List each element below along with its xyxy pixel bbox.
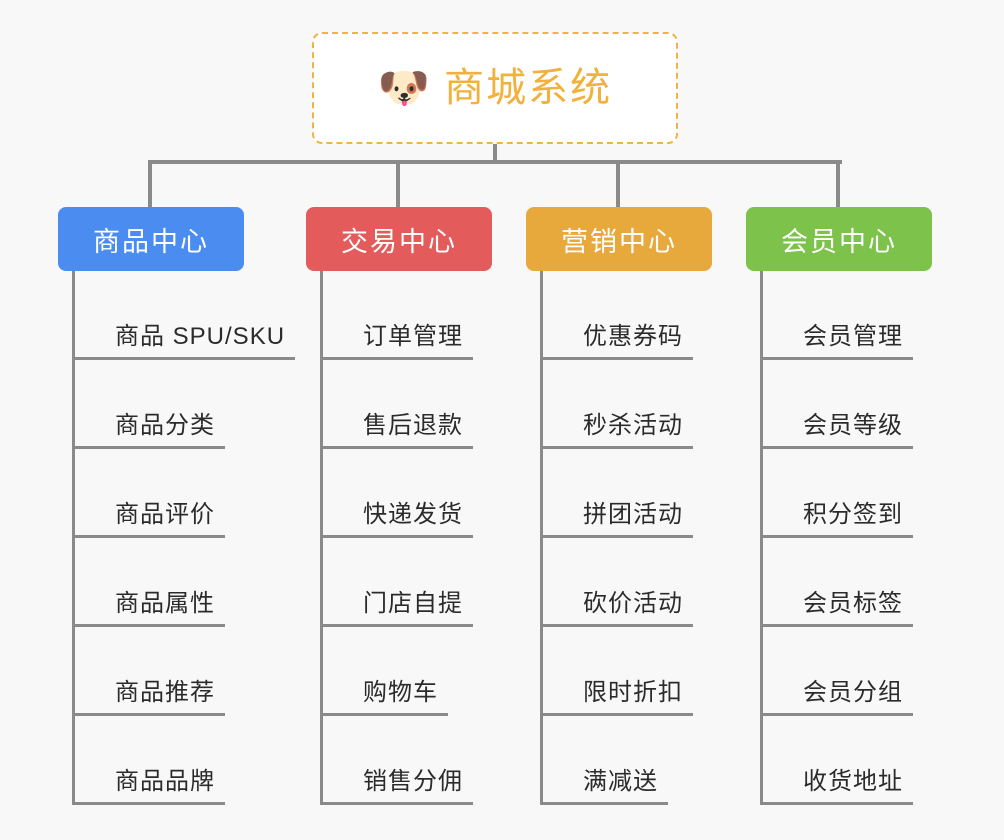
list-item[interactable]: 优惠券码 bbox=[540, 271, 712, 360]
branch-item-label: 商品评价 bbox=[72, 494, 225, 538]
list-item[interactable]: 商品推荐 bbox=[72, 627, 244, 716]
branch-item-label: 销售分佣 bbox=[320, 761, 473, 805]
list-item[interactable]: 会员标签 bbox=[760, 538, 932, 627]
list-item[interactable]: 销售分佣 bbox=[320, 716, 492, 805]
list-item[interactable]: 收货地址 bbox=[760, 716, 932, 805]
connector-drop-2 bbox=[396, 160, 400, 208]
branch-item-label: 门店自提 bbox=[320, 583, 473, 627]
root-node-title: 商城系统 bbox=[444, 66, 613, 110]
list-item[interactable]: 满减送 bbox=[540, 716, 712, 805]
list-item[interactable]: 限时折扣 bbox=[540, 627, 712, 716]
list-item[interactable]: 拼团活动 bbox=[540, 449, 712, 538]
branch-items-2: 订单管理售后退款快递发货门店自提购物车销售分佣 bbox=[320, 271, 492, 805]
branch-item-label: 拼团活动 bbox=[540, 494, 693, 538]
list-item[interactable]: 会员分组 bbox=[760, 627, 932, 716]
branch-column-1: 商品中心商品 SPU/SKU 商品分类商品评价商品属性商品推荐商品品牌 bbox=[58, 207, 296, 805]
branch-item-label: 秒杀活动 bbox=[540, 405, 693, 449]
branch-header-4[interactable]: 会员中心 bbox=[746, 207, 932, 271]
list-item[interactable]: 商品属性 bbox=[72, 538, 244, 627]
branch-item-label: 商品分类 bbox=[72, 405, 225, 449]
list-item[interactable]: 快递发货 bbox=[320, 449, 492, 538]
connector-drop-4 bbox=[836, 160, 840, 208]
branch-item-label: 快递发货 bbox=[320, 494, 473, 538]
branch-items-1: 商品 SPU/SKU 商品分类商品评价商品属性商品推荐商品品牌 bbox=[72, 271, 296, 805]
list-item[interactable]: 砍价活动 bbox=[540, 538, 712, 627]
connector-horizontal-bus bbox=[148, 160, 842, 164]
branch-item-label: 收货地址 bbox=[760, 761, 913, 805]
branch-item-label: 限时折扣 bbox=[540, 672, 693, 716]
list-item[interactable]: 售后退款 bbox=[320, 360, 492, 449]
branch-item-label: 商品品牌 bbox=[72, 761, 225, 805]
branch-item-label: 会员管理 bbox=[760, 316, 913, 360]
branch-item-label: 售后退款 bbox=[320, 405, 473, 449]
list-item[interactable]: 会员等级 bbox=[760, 360, 932, 449]
branch-item-label: 满减送 bbox=[540, 761, 668, 805]
branch-items-3: 优惠券码秒杀活动拼团活动砍价活动限时折扣满减送 bbox=[540, 271, 712, 805]
list-item[interactable]: 商品分类 bbox=[72, 360, 244, 449]
branch-column-3: 营销中心优惠券码秒杀活动拼团活动砍价活动限时折扣满减送 bbox=[526, 207, 712, 805]
branch-item-label: 会员等级 bbox=[760, 405, 913, 449]
list-item[interactable]: 商品 SPU/SKU bbox=[72, 271, 296, 360]
connector-drop-3 bbox=[616, 160, 620, 208]
branch-item-label: 积分签到 bbox=[760, 494, 913, 538]
branch-item-label: 优惠券码 bbox=[540, 316, 693, 360]
branch-items-4: 会员管理会员等级积分签到会员标签会员分组收货地址 bbox=[760, 271, 932, 805]
connector-root-stem bbox=[493, 144, 497, 164]
branch-header-1[interactable]: 商品中心 bbox=[58, 207, 244, 271]
branch-item-label: 商品 SPU/SKU bbox=[72, 316, 296, 360]
branch-column-4: 会员中心会员管理会员等级积分签到会员标签会员分组收货地址 bbox=[746, 207, 932, 805]
list-item[interactable]: 订单管理 bbox=[320, 271, 492, 360]
branch-item-label: 订单管理 bbox=[320, 316, 473, 360]
branch-column-2: 交易中心订单管理售后退款快递发货门店自提购物车销售分佣 bbox=[306, 207, 492, 805]
list-item[interactable]: 秒杀活动 bbox=[540, 360, 712, 449]
branch-item-label: 砍价活动 bbox=[540, 583, 693, 627]
branch-item-label: 会员分组 bbox=[760, 672, 913, 716]
branch-item-label: 购物车 bbox=[320, 672, 448, 716]
branch-header-2[interactable]: 交易中心 bbox=[306, 207, 492, 271]
connector-drop-1 bbox=[148, 160, 152, 208]
list-item[interactable]: 积分签到 bbox=[760, 449, 932, 538]
list-item[interactable]: 门店自提 bbox=[320, 538, 492, 627]
root-node-shopping-mall-system[interactable]: 🐶 商城系统 bbox=[312, 32, 678, 144]
branch-item-label: 商品推荐 bbox=[72, 672, 225, 716]
branch-item-label: 会员标签 bbox=[760, 583, 913, 627]
list-item[interactable]: 会员管理 bbox=[760, 271, 932, 360]
shiba-dog-face-icon: 🐶 bbox=[377, 64, 431, 111]
list-item[interactable]: 商品品牌 bbox=[72, 716, 244, 805]
branch-header-3[interactable]: 营销中心 bbox=[526, 207, 712, 271]
branch-item-label: 商品属性 bbox=[72, 583, 225, 627]
list-item[interactable]: 购物车 bbox=[320, 627, 492, 716]
list-item[interactable]: 商品评价 bbox=[72, 449, 244, 538]
